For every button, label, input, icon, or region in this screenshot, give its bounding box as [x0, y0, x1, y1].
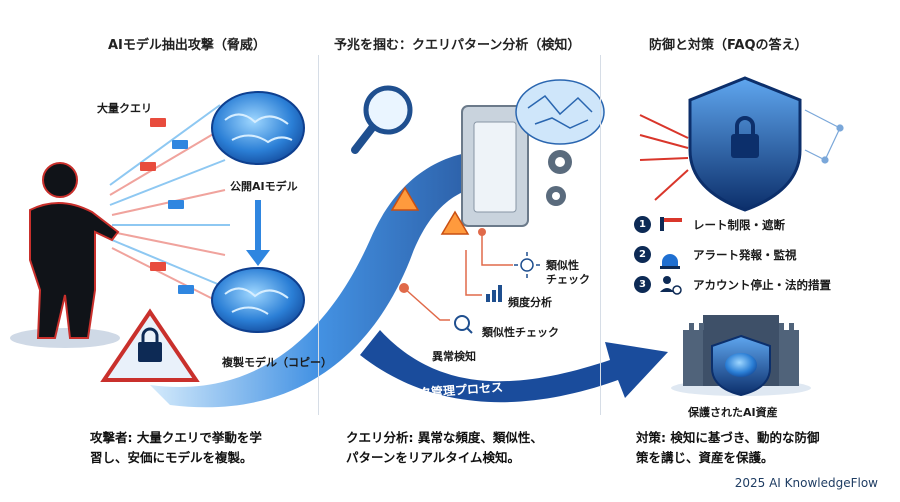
magnifier-icon	[351, 85, 413, 154]
barrier-icon	[660, 217, 682, 231]
defense-step-1: 1 レート制限・遮断	[634, 216, 785, 233]
gear-icon	[546, 150, 572, 206]
panel-title-defense: 防御と対策（FAQの答え）	[649, 38, 808, 53]
brain-icon	[211, 267, 305, 333]
query-tags	[140, 118, 194, 294]
copy-arrow-head	[246, 250, 270, 266]
panel-title-threat: AIモデル抽出攻撃（脅威）	[108, 38, 266, 53]
attacker-silhouette-icon	[10, 162, 120, 348]
label-mass-queries: 大量クエリ	[97, 102, 152, 115]
step-number: 1	[634, 216, 651, 233]
node-dot	[478, 228, 486, 236]
analysis-gate	[461, 105, 529, 227]
alarm-icon	[660, 254, 680, 269]
caption-line: パターンをリアルタイム検知。	[346, 450, 521, 465]
alert-icon	[390, 186, 470, 235]
caption-threat: 攻撃者: 大量クエリで挙動を学 習し、安価にモデルを複製。	[90, 428, 262, 468]
label-check: チェック	[546, 273, 590, 286]
caption-defense: 対策: 検知に基づき、動的な防御 策を講じ、資産を保護。	[636, 428, 819, 468]
node-dot	[399, 283, 409, 293]
step-label: アラート発報・監視	[693, 247, 797, 262]
castle-icon	[671, 315, 811, 397]
query-streams	[109, 104, 230, 301]
risk-process-arrow	[360, 330, 668, 403]
caption-detection: クエリ分析: 異常な頻度、類似性、 パターンをリアルタイム検知。	[346, 428, 543, 468]
connector-lines	[403, 232, 513, 321]
network-icon	[514, 252, 540, 278]
caption-line: クエリ分析: 異常な頻度、類似性、	[346, 430, 543, 445]
network-icon	[804, 109, 844, 164]
query-flow	[150, 150, 520, 408]
panel-divider	[600, 55, 601, 415]
panel-divider	[318, 55, 319, 415]
caption-line: 策を講じ、資産を保護。	[636, 450, 774, 465]
label-anomaly-detection: 異常検知	[432, 350, 476, 363]
caption-line: 対策: 検知に基づき、動的な防御	[636, 430, 820, 445]
step-number: 2	[634, 246, 651, 263]
defense-step-3: 3 アカウント停止・法的措置	[634, 276, 831, 293]
panel-title-detection: 予兆を掴む：クエリパターン分析（検知）	[334, 38, 581, 53]
caption-line: 習し、安価にモデルを複製。	[90, 450, 253, 465]
user-block-icon	[660, 276, 682, 295]
brain-icon	[211, 91, 305, 165]
bar-chart-icon	[486, 285, 502, 302]
magnifier-icon	[454, 315, 473, 334]
label-protected-assets: 保護されたAI資産	[688, 406, 778, 419]
label-similarity-check: 類似性チェック	[482, 326, 559, 339]
footer-credit: 2025 AI KnowledgeFlow	[734, 476, 878, 490]
label-public-model: 公開AIモデル	[230, 180, 298, 193]
shield-lock-icon	[688, 76, 802, 212]
step-number: 3	[634, 276, 651, 293]
label-similarity: 類似性	[546, 259, 579, 272]
caption-line: 攻撃者: 大量クエリで挙動を学	[90, 430, 262, 445]
step-label: レート制限・遮断	[693, 217, 785, 232]
defense-step-2: 2 アラート発報・監視	[634, 246, 797, 263]
label-frequency-analysis: 頻度分析	[508, 296, 552, 309]
brain-icon	[515, 79, 605, 145]
label-copy-model: 複製モデル（コピー）	[222, 356, 332, 369]
step-label: アカウント停止・法的措置	[693, 277, 831, 292]
lock-warning-icon	[100, 308, 200, 382]
blocked-queries	[639, 114, 689, 201]
